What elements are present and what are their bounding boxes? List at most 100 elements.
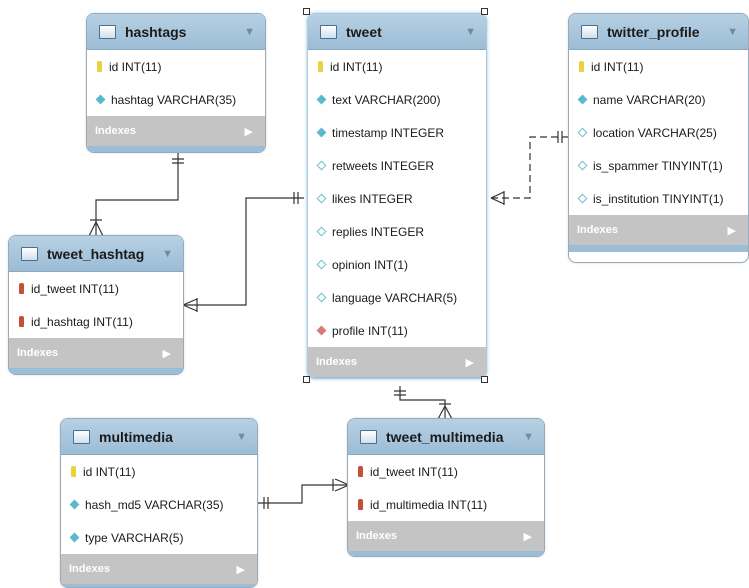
table-footer — [348, 551, 544, 556]
table-header[interactable]: tweet ▼ — [308, 14, 486, 50]
field-label: type VARCHAR(5) — [85, 530, 184, 545]
collapse-arrow-icon[interactable]: ▼ — [523, 430, 534, 443]
field-label: text VARCHAR(200) — [332, 92, 441, 107]
field-label: id_tweet INT(11) — [31, 281, 119, 296]
field-label: timestamp INTEGER — [332, 125, 445, 140]
field-row[interactable]: id_tweet INT(11) — [9, 272, 183, 305]
indexes-label: Indexes — [577, 224, 618, 236]
table-multimedia[interactable]: multimedia ▼ id INT(11) hash_md5 VARCHAR… — [60, 418, 258, 588]
foreign-primary-key-icon — [19, 316, 24, 327]
table-twitter-profile[interactable]: twitter_profile ▼ id INT(11) name VARCHA… — [568, 13, 749, 263]
expand-arrow-icon[interactable]: ▶ — [523, 530, 532, 543]
nullable-column-icon — [577, 160, 588, 171]
field-row[interactable]: name VARCHAR(20) — [569, 83, 748, 116]
expand-arrow-icon[interactable]: ▶ — [162, 347, 171, 360]
primary-key-icon — [579, 61, 584, 72]
relationship-multimedia-tweet-multimedia — [257, 484, 349, 504]
field-row[interactable]: likes INTEGER — [308, 182, 486, 215]
table-header[interactable]: hashtags ▼ — [87, 14, 265, 50]
field-row[interactable]: is_spammer TINYINT(1) — [569, 149, 748, 182]
expand-arrow-icon[interactable]: ▶ — [236, 563, 245, 576]
field-label: id_multimedia INT(11) — [370, 497, 488, 512]
table-footer — [87, 146, 265, 152]
resize-handle[interactable] — [481, 376, 488, 383]
indexes-section[interactable]: Indexes ▶ — [308, 347, 486, 377]
expand-arrow-icon[interactable]: ▶ — [465, 356, 474, 369]
collapse-arrow-icon[interactable]: ▼ — [244, 25, 255, 38]
table-tweet[interactable]: tweet ▼ id INT(11) text VARCHAR(200) tim… — [307, 13, 487, 379]
field-label: id INT(11) — [591, 59, 644, 74]
indexes-label: Indexes — [316, 356, 357, 368]
field-label: profile INT(11) — [332, 323, 408, 338]
collapse-arrow-icon[interactable]: ▼ — [727, 25, 738, 38]
field-row[interactable]: location VARCHAR(25) — [569, 116, 748, 149]
field-row[interactable]: type VARCHAR(5) — [61, 521, 257, 554]
indexes-section[interactable]: Indexes ▶ — [9, 338, 183, 368]
field-row[interactable]: id INT(11) — [569, 50, 748, 83]
field-label: is_institution TINYINT(1) — [593, 191, 724, 206]
resize-handle[interactable] — [303, 8, 310, 15]
field-label: language VARCHAR(5) — [332, 290, 458, 305]
field-row[interactable]: opinion INT(1) — [308, 248, 486, 281]
table-header[interactable]: tweet_multimedia ▼ — [348, 419, 544, 455]
expand-arrow-icon[interactable]: ▶ — [244, 125, 253, 138]
indexes-section[interactable]: Indexes▶ — [61, 554, 257, 584]
table-tweet-hashtag[interactable]: tweet_hashtag ▼ id_tweet INT(11) id_hash… — [8, 235, 184, 375]
nullable-column-icon — [577, 193, 588, 204]
field-row[interactable]: timestamp INTEGER — [308, 116, 486, 149]
nullable-column-icon — [316, 193, 327, 204]
field-row[interactable]: id_multimedia INT(11) — [348, 488, 544, 521]
indexes-label: Indexes — [17, 347, 58, 359]
indexes-section[interactable]: Indexes▶ — [348, 521, 544, 551]
collapse-arrow-icon[interactable]: ▼ — [162, 247, 173, 260]
field-row[interactable]: id INT(11) — [308, 50, 486, 83]
field-row[interactable]: id_hashtag INT(11) — [9, 305, 183, 338]
nullable-column-icon — [577, 127, 588, 138]
collapse-arrow-icon[interactable]: ▼ — [465, 25, 476, 38]
field-row[interactable]: replies INTEGER — [308, 215, 486, 248]
expand-arrow-icon[interactable]: ▶ — [727, 224, 736, 237]
nullable-column-icon — [316, 226, 327, 237]
table-icon — [581, 24, 598, 39]
field-label: opinion INT(1) — [332, 257, 409, 272]
resize-handle[interactable] — [303, 376, 310, 383]
not-null-column-icon — [69, 532, 80, 543]
relationship-tweet-hashtag-tweet — [183, 197, 304, 306]
field-row[interactable]: hashtag VARCHAR(35) — [87, 83, 265, 116]
foreign-primary-key-icon — [19, 283, 24, 294]
table-hashtags[interactable]: hashtags ▼ id INT(11) hashtag VARCHAR(35… — [86, 13, 266, 153]
table-header[interactable]: tweet_hashtag ▼ — [9, 236, 183, 272]
table-header[interactable]: twitter_profile ▼ — [569, 14, 748, 50]
table-title: hashtags — [125, 23, 187, 40]
table-icon — [320, 24, 337, 39]
field-row[interactable]: language VARCHAR(5) — [308, 281, 486, 314]
collapse-arrow-icon[interactable]: ▼ — [236, 430, 247, 443]
table-title: tweet_multimedia — [386, 428, 504, 445]
field-row[interactable]: is_institution TINYINT(1) — [569, 182, 748, 215]
table-title: multimedia — [99, 428, 173, 445]
primary-key-icon — [97, 61, 102, 72]
field-label: retweets INTEGER — [332, 158, 435, 173]
field-row[interactable]: retweets INTEGER — [308, 149, 486, 182]
resize-handle[interactable] — [481, 8, 488, 15]
foreign-key-column-icon — [316, 325, 327, 336]
indexes-section[interactable]: Indexes▶ — [87, 116, 265, 146]
foreign-primary-key-icon — [358, 499, 363, 510]
not-null-column-icon — [95, 94, 106, 105]
table-footer — [61, 584, 257, 587]
table-icon — [99, 24, 116, 39]
field-row[interactable]: id INT(11) — [61, 455, 257, 488]
indexes-section[interactable]: Indexes ▶ — [569, 215, 748, 245]
table-header[interactable]: multimedia ▼ — [61, 419, 257, 455]
field-row[interactable]: id_tweet INT(11) — [348, 455, 544, 488]
field-label: replies INTEGER — [332, 224, 425, 239]
field-row[interactable]: id INT(11) — [87, 50, 265, 83]
table-icon — [360, 429, 377, 444]
field-row[interactable]: text VARCHAR(200) — [308, 83, 486, 116]
primary-key-icon — [318, 61, 323, 72]
table-tweet-multimedia[interactable]: tweet_multimedia ▼ id_tweet INT(11) id_m… — [347, 418, 545, 557]
table-title: tweet_hashtag — [47, 245, 145, 262]
field-row[interactable]: hash_md5 VARCHAR(35) — [61, 488, 257, 521]
field-row[interactable]: profile INT(11) — [308, 314, 486, 347]
